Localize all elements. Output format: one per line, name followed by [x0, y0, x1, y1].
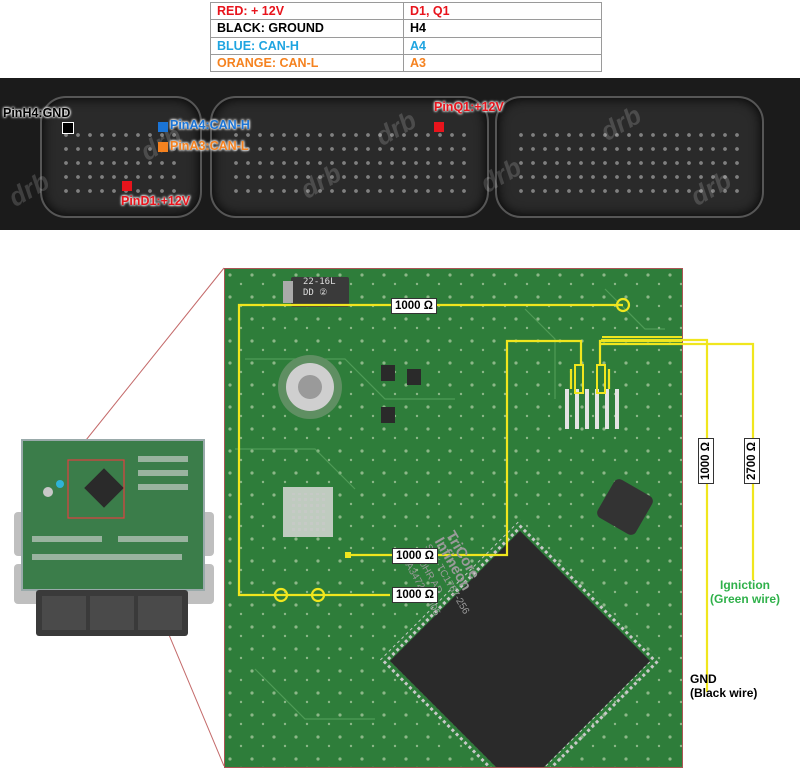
- legend-row: ORANGE: CAN-L A3: [210, 53, 602, 73]
- pin-label-a3: PinA3:CAN-L: [170, 139, 249, 153]
- resistor-label-top: 1000 Ω: [391, 298, 437, 314]
- connector-block-left: [40, 96, 202, 218]
- connector-block-middle: [210, 96, 489, 218]
- pin-label-q1: PinQ1:+12V: [434, 100, 504, 114]
- pin-marker-q1: [434, 122, 444, 132]
- legend-wire: ORANGE: CAN-L: [210, 53, 404, 73]
- legend-table: RED: + 12V D1, Q1 BLACK: GROUND H4 BLUE:…: [210, 1, 602, 73]
- pin-label-a4: PinA4:CAN-H: [170, 118, 250, 132]
- pin-marker-a3: [158, 142, 168, 152]
- pin-marker-h4: [62, 122, 74, 134]
- ecu-connector-image: drb drb drb drb drb drb drb PinH4:GND Pi…: [0, 78, 800, 230]
- resistor-label-vertical-left: 1000 Ω: [698, 438, 714, 484]
- resistor-label-middle: 1000 Ω: [392, 548, 438, 564]
- pin-marker-a4: [158, 122, 168, 132]
- pin-marker-d1: [122, 181, 132, 191]
- component-marking: 22-16L DD ②: [303, 277, 336, 298]
- legend-row: BLUE: CAN-H A4: [210, 36, 602, 55]
- resistor-label-bottom: 1000 Ω: [392, 587, 438, 603]
- gnd-label: GND (Black wire): [690, 672, 758, 700]
- legend-pins: A3: [403, 53, 602, 73]
- ignition-label: Igniction (Green wire): [710, 578, 781, 606]
- legend-wire: BLUE: CAN-H: [210, 36, 404, 55]
- pcb-closeup: 22-16L DD ② TriCore Infineon SAK-TC1767-…: [224, 268, 683, 768]
- pin-label-d1: PinD1:+12V: [121, 194, 191, 208]
- ecu-board-photo: [14, 439, 214, 636]
- pin-label-h4: PinH4:GND: [3, 106, 71, 120]
- connector-block-right: [495, 96, 764, 218]
- resistor-label-vertical-right: 2700 Ω: [744, 438, 760, 484]
- pcb-drawing: [225, 269, 682, 767]
